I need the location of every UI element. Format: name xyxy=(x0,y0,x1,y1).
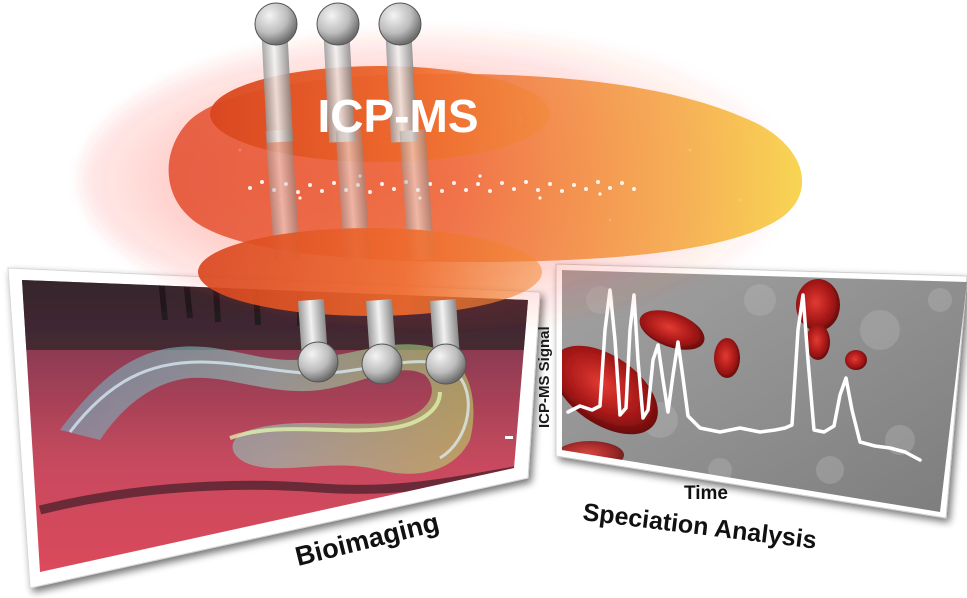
y-axis-label: ICP-MS Signal xyxy=(536,326,553,428)
x-axis-label: Time xyxy=(684,483,728,504)
bottom-electrodes xyxy=(297,299,467,385)
plasma-rods xyxy=(265,129,435,261)
red-blood-cell xyxy=(639,310,705,350)
top-cone xyxy=(210,66,550,162)
electrode-ball xyxy=(425,343,467,385)
electrode-ball xyxy=(297,341,339,383)
red-blood-cells xyxy=(562,279,867,469)
electrode-ball xyxy=(361,343,403,385)
chromatogram-trace xyxy=(566,288,922,462)
red-blood-cell xyxy=(806,324,830,360)
top-electrodes xyxy=(254,2,422,143)
electrode-ball xyxy=(254,2,298,46)
red-blood-cell xyxy=(562,345,658,435)
red-blood-cell xyxy=(845,350,867,370)
electrode-ball xyxy=(316,2,360,46)
red-blood-cell xyxy=(796,279,840,331)
icp-ms-instrument xyxy=(80,2,803,385)
speciation-caption: Speciation Analysis xyxy=(581,498,818,554)
bottom-cone xyxy=(198,228,542,316)
electrode-ball xyxy=(378,2,422,46)
main-title: ICP-MS xyxy=(318,90,479,142)
red-blood-cell xyxy=(714,338,740,378)
